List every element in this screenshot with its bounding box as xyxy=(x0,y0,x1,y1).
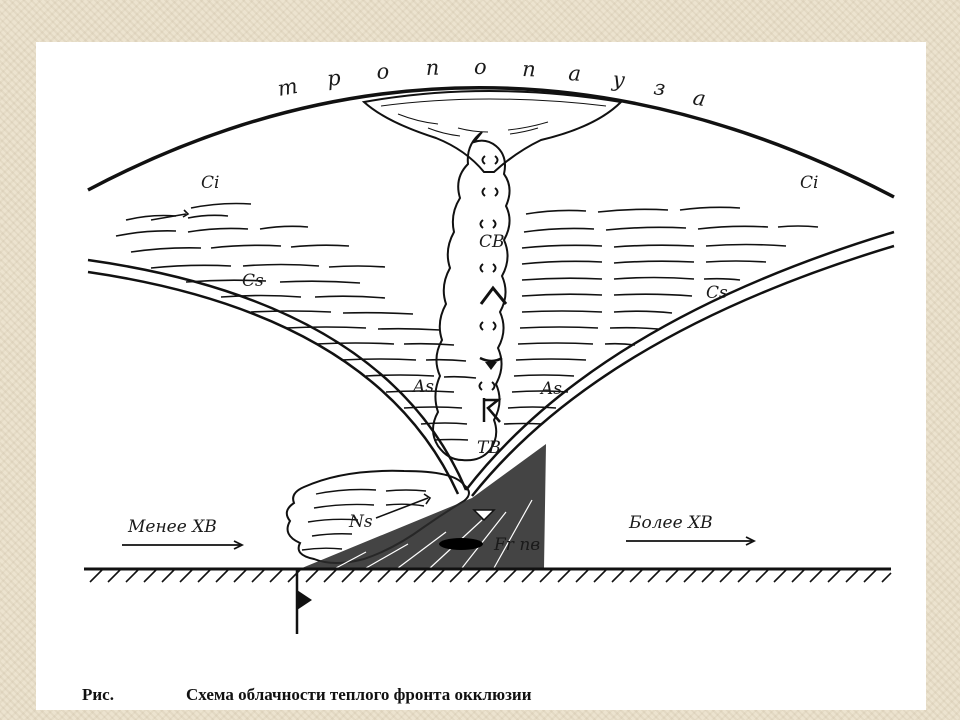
diagram-panel: т р о п о п а у з а xyxy=(36,42,926,710)
tropopause-letter: у xyxy=(610,67,626,92)
right-front-surface xyxy=(465,230,895,497)
tropopause-letter: о xyxy=(474,55,487,79)
left-front-surface xyxy=(87,258,468,495)
more-moist-label: Более ХВ xyxy=(628,513,713,533)
cirrus-hatching xyxy=(115,202,819,441)
cb-column: CB TB xyxy=(432,131,511,462)
ground-surface xyxy=(84,567,892,583)
occlusion-diagram: т р о п о п а у з а xyxy=(84,55,895,634)
tropopause-label: т р о п о п а у з а xyxy=(276,55,708,111)
figure-caption: Рис. Схема облачности теплого фронта оккл… xyxy=(82,685,902,705)
cloud-motion-arrows xyxy=(150,209,432,519)
front-label: Fr пв xyxy=(493,535,540,555)
tropopause-letter: а xyxy=(691,85,708,111)
cs-left-label: Cs xyxy=(242,271,264,291)
tropopause-letter: п xyxy=(425,56,439,80)
tropopause-letter: р xyxy=(326,66,342,91)
less-moist-arrow xyxy=(122,540,245,550)
ns-label: Ns xyxy=(348,512,373,532)
more-moist-arrow xyxy=(626,536,757,546)
ns-cloud: Ns xyxy=(285,469,470,564)
caption-text: Схема облачности теплого фронта окклюзии xyxy=(186,685,532,704)
cold-air-wedge xyxy=(302,444,546,569)
tropopause-letter: о xyxy=(376,59,390,84)
tropopause-letter: т xyxy=(276,74,300,101)
thunder-k-symbol xyxy=(482,398,502,423)
caption-prefix: Рис. xyxy=(82,685,114,704)
less-moist-label: Менее ХВ xyxy=(127,517,217,537)
tropopause-letter: п xyxy=(522,57,536,81)
ci-left-label: Ci xyxy=(201,173,219,193)
cs-right-label: Cs xyxy=(706,283,728,303)
surface-front-flag-icon xyxy=(295,569,312,634)
tropopause-line xyxy=(87,86,895,199)
as-right-label: As xyxy=(539,379,562,399)
thunderstorm-symbol xyxy=(479,356,503,370)
tb-label: TB xyxy=(477,438,501,458)
as-left-label: As xyxy=(411,377,434,397)
cb-label: CB xyxy=(479,232,505,252)
tropopause-letter: з xyxy=(652,75,667,100)
lightning-caret-symbol xyxy=(479,285,508,305)
ci-right-label: Ci xyxy=(800,173,818,193)
tropopause-letter: а xyxy=(568,61,582,86)
front-triangle-icon xyxy=(472,509,496,522)
cb-anvil xyxy=(361,90,624,173)
